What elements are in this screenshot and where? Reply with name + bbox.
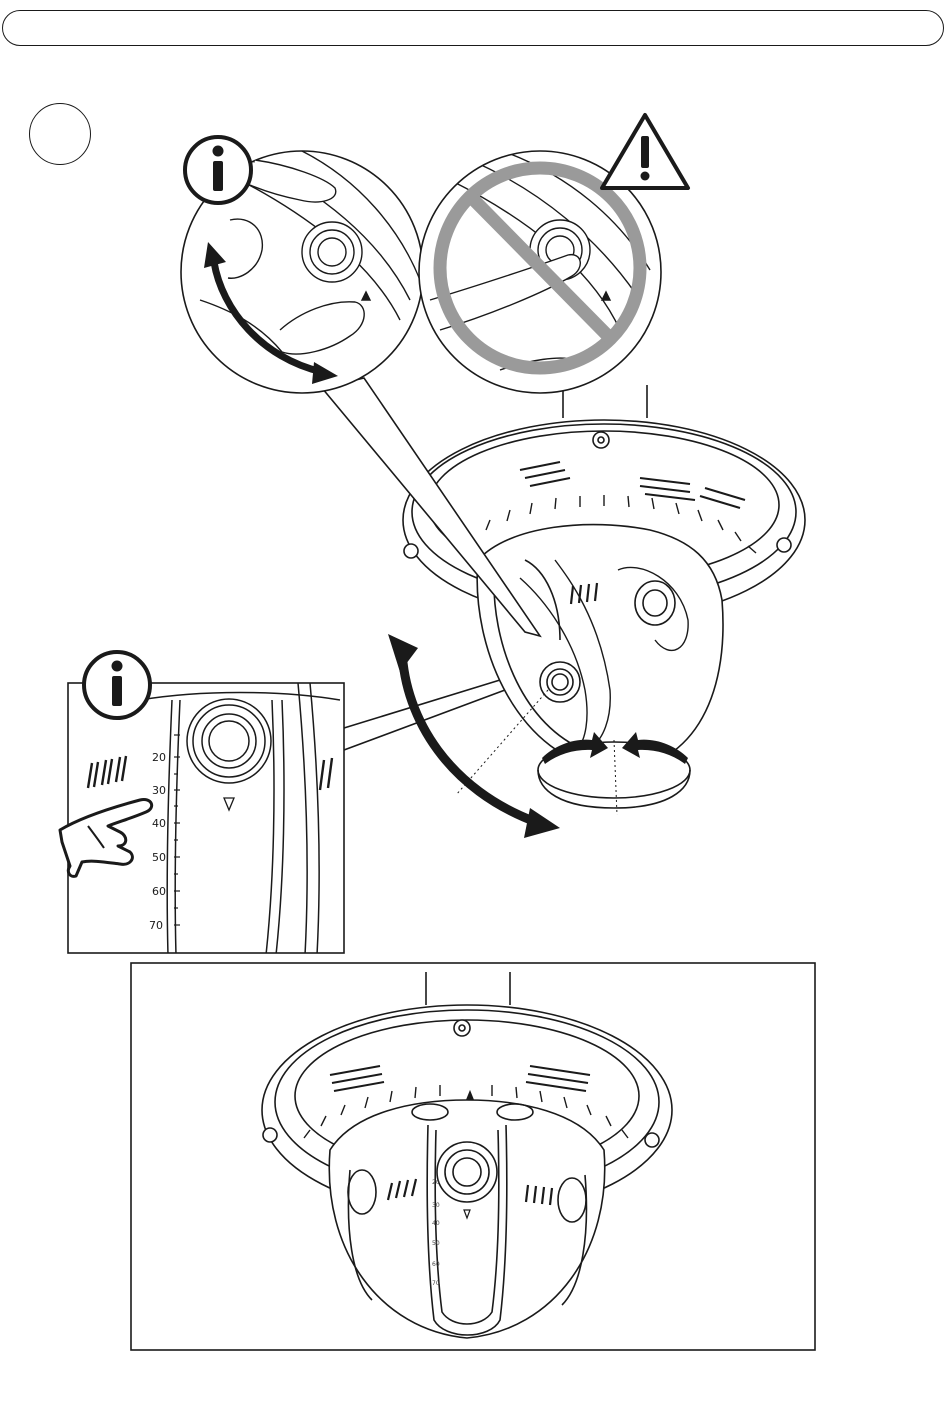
scale-label-20: 20 [432,1179,440,1186]
incorrect-grip-detail [419,115,688,393]
tilt-scale-detail: 20 30 40 50 60 70 [60,652,344,955]
scale-label-50: 50 [432,1240,440,1247]
scale-label-60: 60 [432,1261,440,1268]
scale-label-60: 60 [152,885,166,898]
correct-grip-detail [181,137,423,393]
scale-label-30: 30 [432,1202,440,1209]
scale-label-40: 40 [152,817,166,830]
camera-final-position-view: 20 30 40 50 60 70 [131,963,815,1350]
camera-tilted-view [403,385,805,815]
scale-label-20: 20 [152,751,166,764]
info-icon [185,137,251,203]
scale-label-50: 50 [152,851,166,864]
scale-label-40: 40 [432,1220,440,1227]
info-icon [84,652,150,718]
scale-label-70: 70 [432,1280,440,1287]
warning-icon [602,115,688,188]
scale-label-70: 70 [149,919,163,932]
scale-label-30: 30 [152,784,166,797]
